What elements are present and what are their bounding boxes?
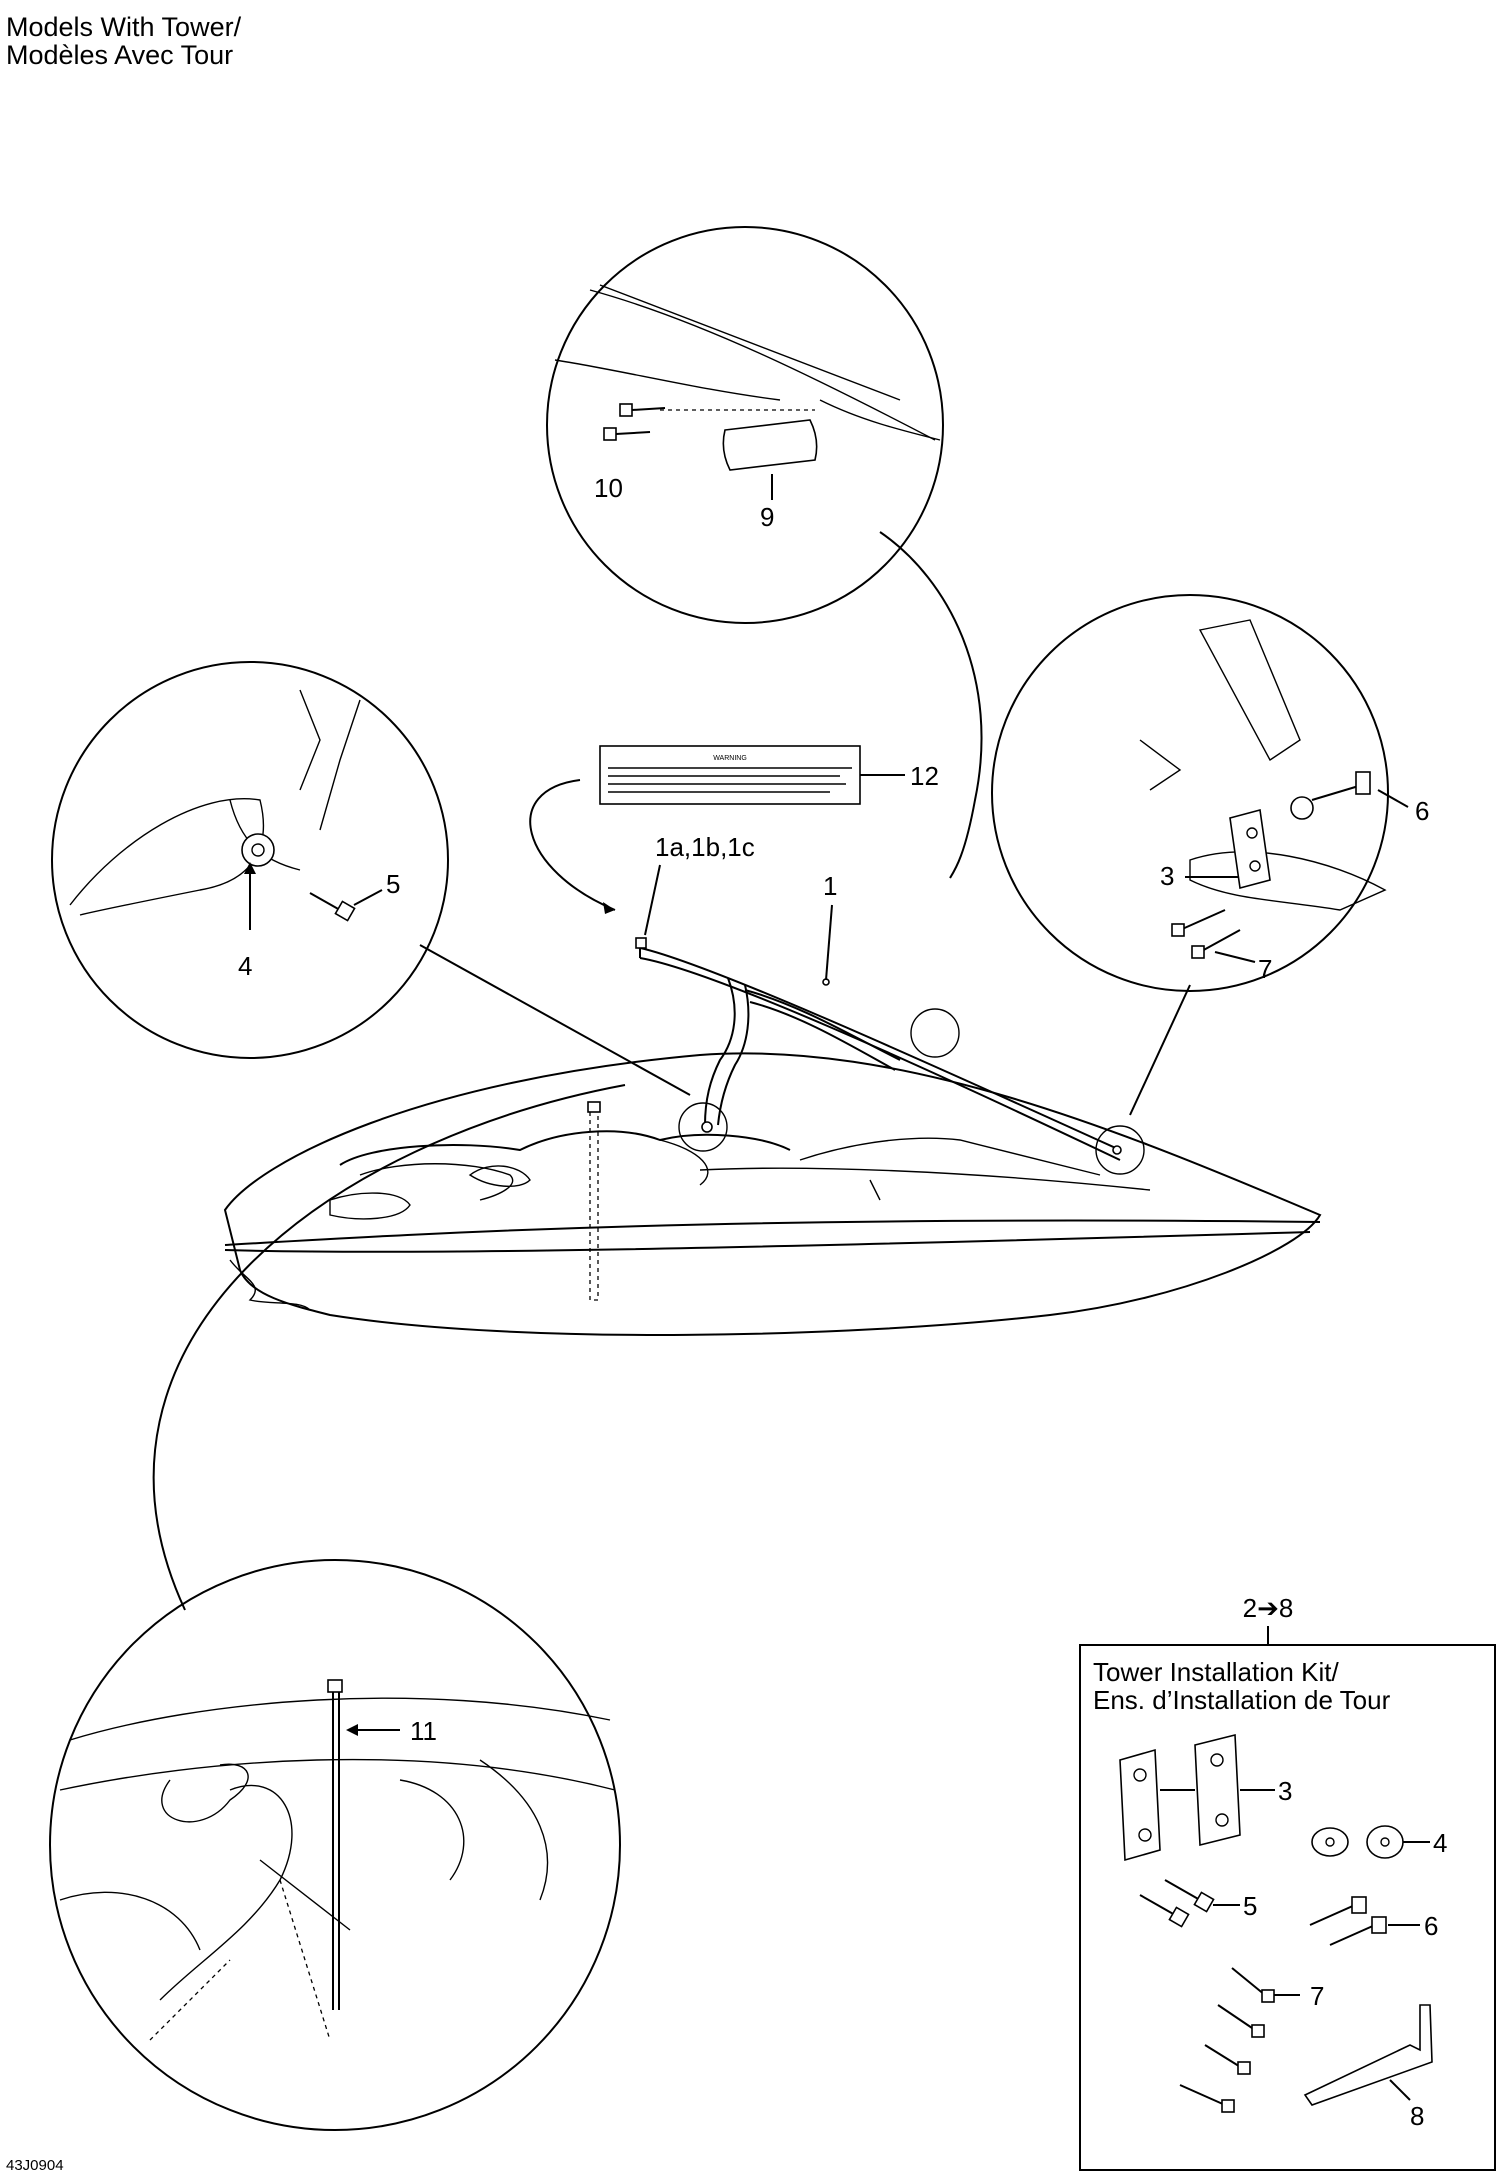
kit-hex-key-part-8: 8 bbox=[1303, 2004, 1433, 2131]
kit-brackets-part-3: 3 bbox=[1119, 1733, 1292, 1862]
kit-callout-7: 7 bbox=[1310, 1981, 1324, 2011]
tie-rod-dashed bbox=[587, 1101, 601, 1301]
kit-range-label: 2➔8 bbox=[1243, 1593, 1294, 1623]
callout-12: 12 bbox=[910, 761, 939, 791]
kit-callout-8: 8 bbox=[1410, 2101, 1424, 2131]
callout-10: 10 bbox=[594, 473, 623, 503]
callout-3: 3 bbox=[1160, 861, 1174, 891]
bolt-part-6 bbox=[1355, 771, 1371, 795]
tower-assembly bbox=[635, 937, 1145, 1175]
kit-box bbox=[1079, 1644, 1496, 2171]
tower-installation-kit: 2➔8 Tower Installation Kit/ Ens. d’Insta… bbox=[1079, 1593, 1496, 2171]
callout-1: 1 bbox=[823, 871, 837, 901]
mirror-part-9 bbox=[722, 419, 818, 471]
washer-part-6 bbox=[1290, 796, 1314, 820]
kit-callout-5: 5 bbox=[1243, 1891, 1257, 1921]
title-line-2: Modèles Avec Tour bbox=[6, 40, 233, 70]
detail-circle-rear-mount: 6 3 7 bbox=[991, 594, 1429, 992]
tower-pivot bbox=[701, 1121, 713, 1133]
callout-11: 11 bbox=[410, 1716, 437, 1746]
callout-5: 5 bbox=[386, 869, 400, 899]
warning-label-part: WARNING bbox=[529, 745, 905, 914]
callout-7: 7 bbox=[1258, 954, 1272, 984]
screw-part-5 bbox=[309, 892, 356, 922]
detail-leader-lines bbox=[152, 531, 1191, 1611]
mirror-zoom-circle bbox=[910, 1008, 960, 1058]
screws-part-7 bbox=[1171, 909, 1241, 959]
main-callouts: 12 1a,1b,1c 1 bbox=[644, 761, 939, 981]
tower-cap bbox=[635, 937, 647, 949]
tower-rear-mount bbox=[1112, 1145, 1122, 1155]
detail-circle-front-mount: 4 5 bbox=[51, 661, 449, 1059]
kit-callout-6: 6 bbox=[1424, 1911, 1438, 1941]
callout-1a-1b-1c: 1a,1b,1c bbox=[655, 832, 755, 862]
kit-washers-part-4: 4 bbox=[1311, 1825, 1447, 1859]
detail-circle-mirror: 10 9 bbox=[546, 226, 944, 624]
warning-label-heading: WARNING bbox=[713, 755, 747, 762]
title-line-1: Models With Tower/ bbox=[6, 12, 242, 42]
kit-title-line-1: Tower Installation Kit/ bbox=[1093, 1657, 1339, 1687]
kit-callout-3: 3 bbox=[1278, 1776, 1292, 1806]
screw-10-a bbox=[619, 403, 666, 417]
diagram-code: 43J0904 bbox=[6, 2157, 64, 2174]
mount-zoom-circle-rear bbox=[1095, 1125, 1145, 1175]
washer-part-4 bbox=[241, 833, 275, 867]
callout-9: 9 bbox=[760, 502, 774, 532]
kit-screws-part-5: 5 bbox=[1139, 1879, 1257, 1928]
warning-label bbox=[599, 745, 861, 805]
screw-10-b bbox=[603, 427, 651, 441]
kit-screws-part-7: 7 bbox=[1179, 1967, 1324, 2113]
kit-bolts-part-6: 6 bbox=[1309, 1896, 1438, 1946]
detail-circle-tie: 11 bbox=[49, 1559, 621, 2131]
mount-zoom-circle-front bbox=[678, 1102, 728, 1152]
kit-callout-4: 4 bbox=[1433, 1828, 1447, 1858]
tie-part-11-head bbox=[327, 1679, 343, 1693]
callout-4: 4 bbox=[238, 951, 252, 981]
kit-title-line-2: Ens. d’Installation de Tour bbox=[1093, 1685, 1391, 1715]
callout-6: 6 bbox=[1415, 796, 1429, 826]
label-arrow-head bbox=[603, 902, 615, 914]
boat-hull bbox=[223, 1052, 1322, 1336]
